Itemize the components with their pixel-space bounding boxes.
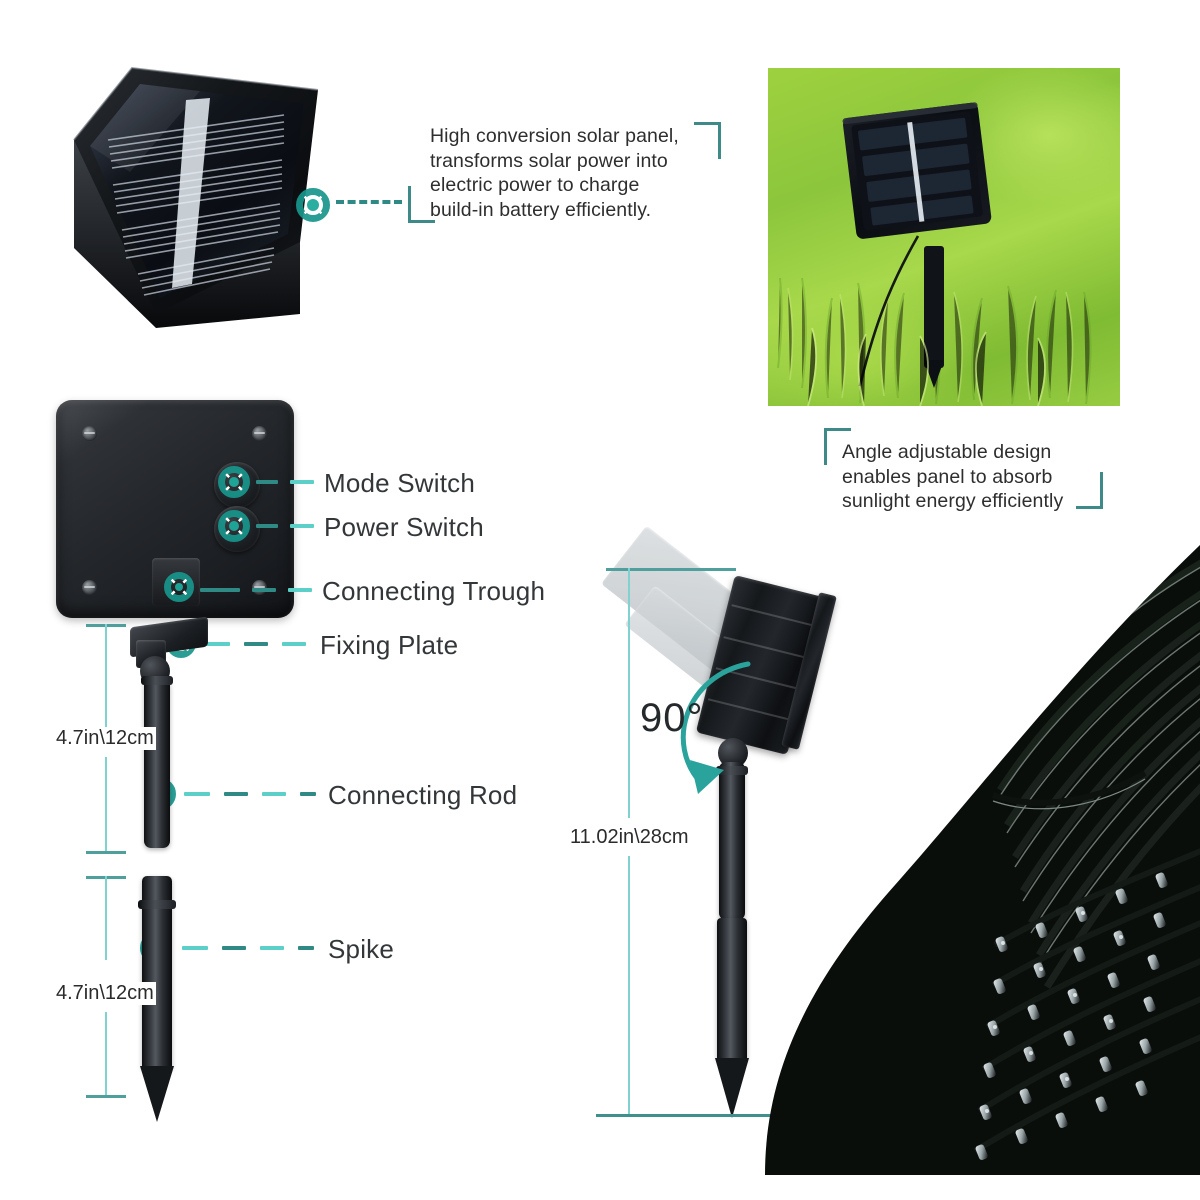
corner-bracket-icon xyxy=(408,186,435,223)
dimension-line xyxy=(105,624,107,732)
angle-value: 90° xyxy=(640,696,704,740)
leader-seg xyxy=(260,946,284,950)
target-ring-icon xyxy=(218,510,250,542)
corner-bracket-icon xyxy=(694,122,721,159)
leader-seg xyxy=(244,642,268,646)
target-ring-icon xyxy=(218,466,250,498)
screw-icon xyxy=(252,426,267,441)
dimension-cap xyxy=(86,851,126,854)
part-label-power-switch: Power Switch xyxy=(324,512,484,542)
rod-collar xyxy=(141,676,173,685)
leader-seg xyxy=(262,792,286,796)
leader-seg xyxy=(290,524,314,528)
dimension-cap xyxy=(606,568,736,571)
spike-collar xyxy=(138,900,176,909)
leader-seg xyxy=(252,588,276,592)
leader-seg xyxy=(256,480,278,484)
screw-icon xyxy=(82,580,97,595)
dimension-rod-length: 4.7in\12cm xyxy=(54,727,156,750)
connecting-rod-part xyxy=(144,678,170,848)
dimension-line xyxy=(105,757,107,853)
leader-seg xyxy=(290,480,314,484)
part-label-spike: Spike xyxy=(328,934,395,964)
part-label-fixing-plate: Fixing Plate xyxy=(320,630,459,660)
corner-bracket-icon xyxy=(1076,472,1103,509)
part-label-mode-switch: Mode Switch xyxy=(324,468,476,498)
led-string-light-bundle-photo xyxy=(745,545,1200,1175)
dimension-line xyxy=(105,1012,107,1096)
spike-tip xyxy=(140,1066,174,1122)
curved-rotation-arrow-icon xyxy=(680,661,751,794)
leader-seg xyxy=(224,792,248,796)
leader-seg xyxy=(256,524,278,528)
solar-panel-in-grass-photo xyxy=(768,68,1120,406)
target-ring-icon xyxy=(164,572,194,602)
angle-adjustable-note: Angle adjustable design enables panel to… xyxy=(842,441,1064,512)
ground-spike xyxy=(717,918,747,1060)
screw-icon xyxy=(82,426,97,441)
leader-seg xyxy=(282,642,306,646)
solar-panel-front-photo xyxy=(60,52,350,342)
solar-panel-note: High conversion solar panel, transforms … xyxy=(430,125,679,221)
leader-line-solar-note xyxy=(336,200,402,204)
dimension-baseline xyxy=(596,1114,830,1117)
target-ring-icon xyxy=(296,188,330,222)
part-label-connecting-rod: Connecting Rod xyxy=(328,780,518,810)
leader-seg xyxy=(200,588,240,592)
leader-seg xyxy=(298,946,314,950)
leader-seg xyxy=(184,792,210,796)
dimension-line xyxy=(105,876,107,960)
dimension-total-height: 11.02in\28cm xyxy=(568,826,691,849)
leader-seg xyxy=(222,946,246,950)
dimension-cap xyxy=(86,1095,126,1098)
dimension-spike-length: 4.7in\12cm xyxy=(54,982,156,1005)
part-label-connecting-trough: Connecting Trough xyxy=(322,576,546,606)
support-rod xyxy=(719,762,745,920)
leader-seg xyxy=(288,588,312,592)
dimension-line xyxy=(628,568,630,818)
spike-tip xyxy=(715,1058,749,1118)
leader-seg xyxy=(300,792,316,796)
leader-seg xyxy=(204,642,230,646)
dimension-line xyxy=(628,856,630,1114)
corner-bracket-icon xyxy=(824,428,851,465)
leader-seg xyxy=(182,946,208,950)
solar-panel-back-photo xyxy=(56,400,294,618)
rod-collar xyxy=(716,766,748,775)
